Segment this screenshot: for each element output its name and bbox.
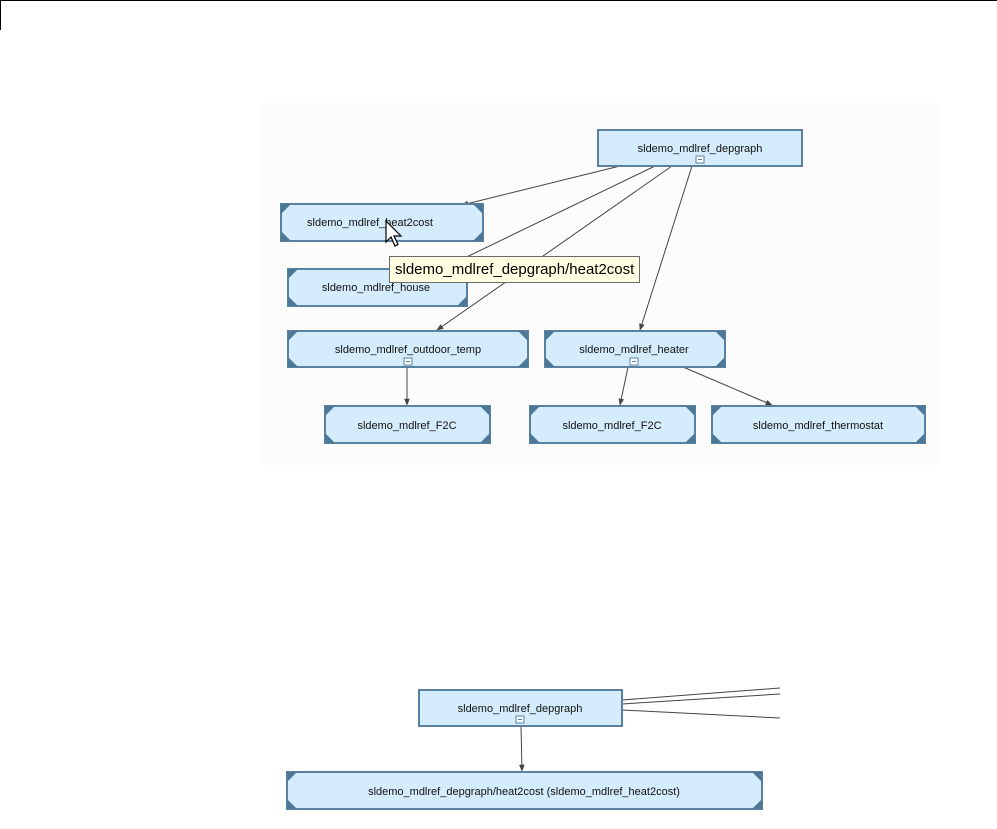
page-left-mark — [0, 0, 1, 30]
edge-offscreen-2 — [621, 693, 781, 705]
edge-root-heat2cost — [461, 165, 621, 207]
edge-root-heater — [639, 165, 693, 331]
node-bottom-root[interactable]: sldemo_mdlref_depgraph — [418, 689, 623, 727]
node-heat2cost[interactable]: sldemo_mdlref_heat2cost — [280, 203, 484, 242]
node-f2c-right[interactable]: sldemo_mdlref_F2C — [529, 405, 696, 444]
node-bottom-instance[interactable]: sldemo_mdlref_depgraph/heat2cost (sldemo… — [286, 771, 763, 810]
node-bottom-instance-label: sldemo_mdlref_depgraph/heat2cost (sldemo… — [368, 786, 680, 798]
node-f2c-right-label: sldemo_mdlref_F2C — [562, 420, 661, 432]
edge-offscreen-3 — [621, 709, 781, 719]
page-top-rule — [0, 0, 997, 1]
node-heat2cost-label: sldemo_mdlref_heat2cost — [307, 217, 433, 229]
graph-bottom-edges — [519, 687, 781, 772]
node-thermostat[interactable]: sldemo_mdlref_thermostat — [711, 405, 926, 444]
node-outdoor-temp[interactable]: sldemo_mdlref_outdoor_temp — [287, 330, 529, 368]
node-house-label: sldemo_mdlref_house — [322, 282, 430, 294]
edge-root-house — [449, 165, 656, 266]
node-f2c-left[interactable]: sldemo_mdlref_F2C — [324, 405, 491, 444]
edge-offscreen-1 — [621, 687, 781, 701]
graph-edges — [404, 165, 773, 406]
edge-heater-f2c — [618, 366, 629, 406]
node-outdoor-temp-label: sldemo_mdlref_outdoor_temp — [335, 344, 481, 356]
node-heater[interactable]: sldemo_mdlref_heater — [544, 330, 726, 368]
node-bottom-root-label: sldemo_mdlref_depgraph — [458, 703, 583, 715]
node-root[interactable]: sldemo_mdlref_depgraph — [597, 129, 803, 167]
node-heater-label: sldemo_mdlref_heater — [579, 344, 689, 356]
node-thermostat-label: sldemo_mdlref_thermostat — [753, 420, 883, 432]
mouse-cursor-icon — [385, 219, 403, 247]
node-root-label: sldemo_mdlref_depgraph — [638, 143, 763, 155]
edge-root-instance — [519, 725, 525, 772]
node-tooltip: sldemo_mdlref_depgraph/heat2cost — [389, 256, 641, 283]
edge-heater-thermostat — [682, 366, 773, 406]
edge-root-outdoor-temp — [436, 165, 673, 331]
node-f2c-left-label: sldemo_mdlref_F2C — [357, 420, 456, 432]
